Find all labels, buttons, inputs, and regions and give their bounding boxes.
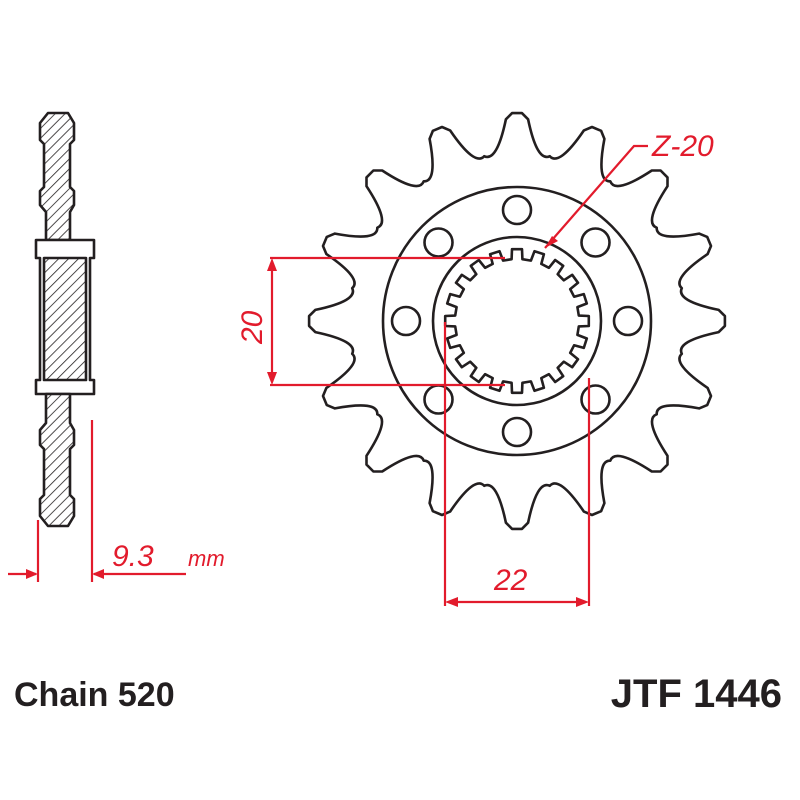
chain-size-label: Chain 520 <box>14 676 175 714</box>
sprocket-front-view <box>307 111 727 531</box>
mounting-hole <box>580 227 611 258</box>
profile-lower-hatch <box>38 392 76 528</box>
thickness-value: 9.3 <box>112 540 154 573</box>
thickness-unit: mm <box>188 546 225 571</box>
mounting-hole <box>423 227 454 258</box>
mounting-hole <box>501 194 533 226</box>
bore-diameter-value: 22 <box>493 564 528 597</box>
mounting-hole <box>423 384 454 415</box>
bore-diameter-dimension: 22 <box>443 322 591 607</box>
teeth-count-label: Z-20 <box>651 130 714 163</box>
mounting-holes <box>390 194 644 448</box>
mounting-hole <box>612 305 644 337</box>
profile-upper-hatch <box>38 111 76 242</box>
part-number-label: JTF 1446 <box>610 672 782 716</box>
profile-hub-inner <box>42 256 88 382</box>
spline-bore <box>443 247 591 395</box>
mounting-hole <box>501 416 533 448</box>
spline-diameter-value: 20 <box>236 310 269 345</box>
side-profile <box>34 111 96 528</box>
teeth-count-callout: Z-20 <box>544 130 714 249</box>
mounting-hole <box>580 384 611 415</box>
thickness-dimension: 9.3 mm <box>8 420 225 582</box>
mounting-hole <box>390 305 422 337</box>
spline-diameter-dimension: 20 <box>236 256 505 387</box>
